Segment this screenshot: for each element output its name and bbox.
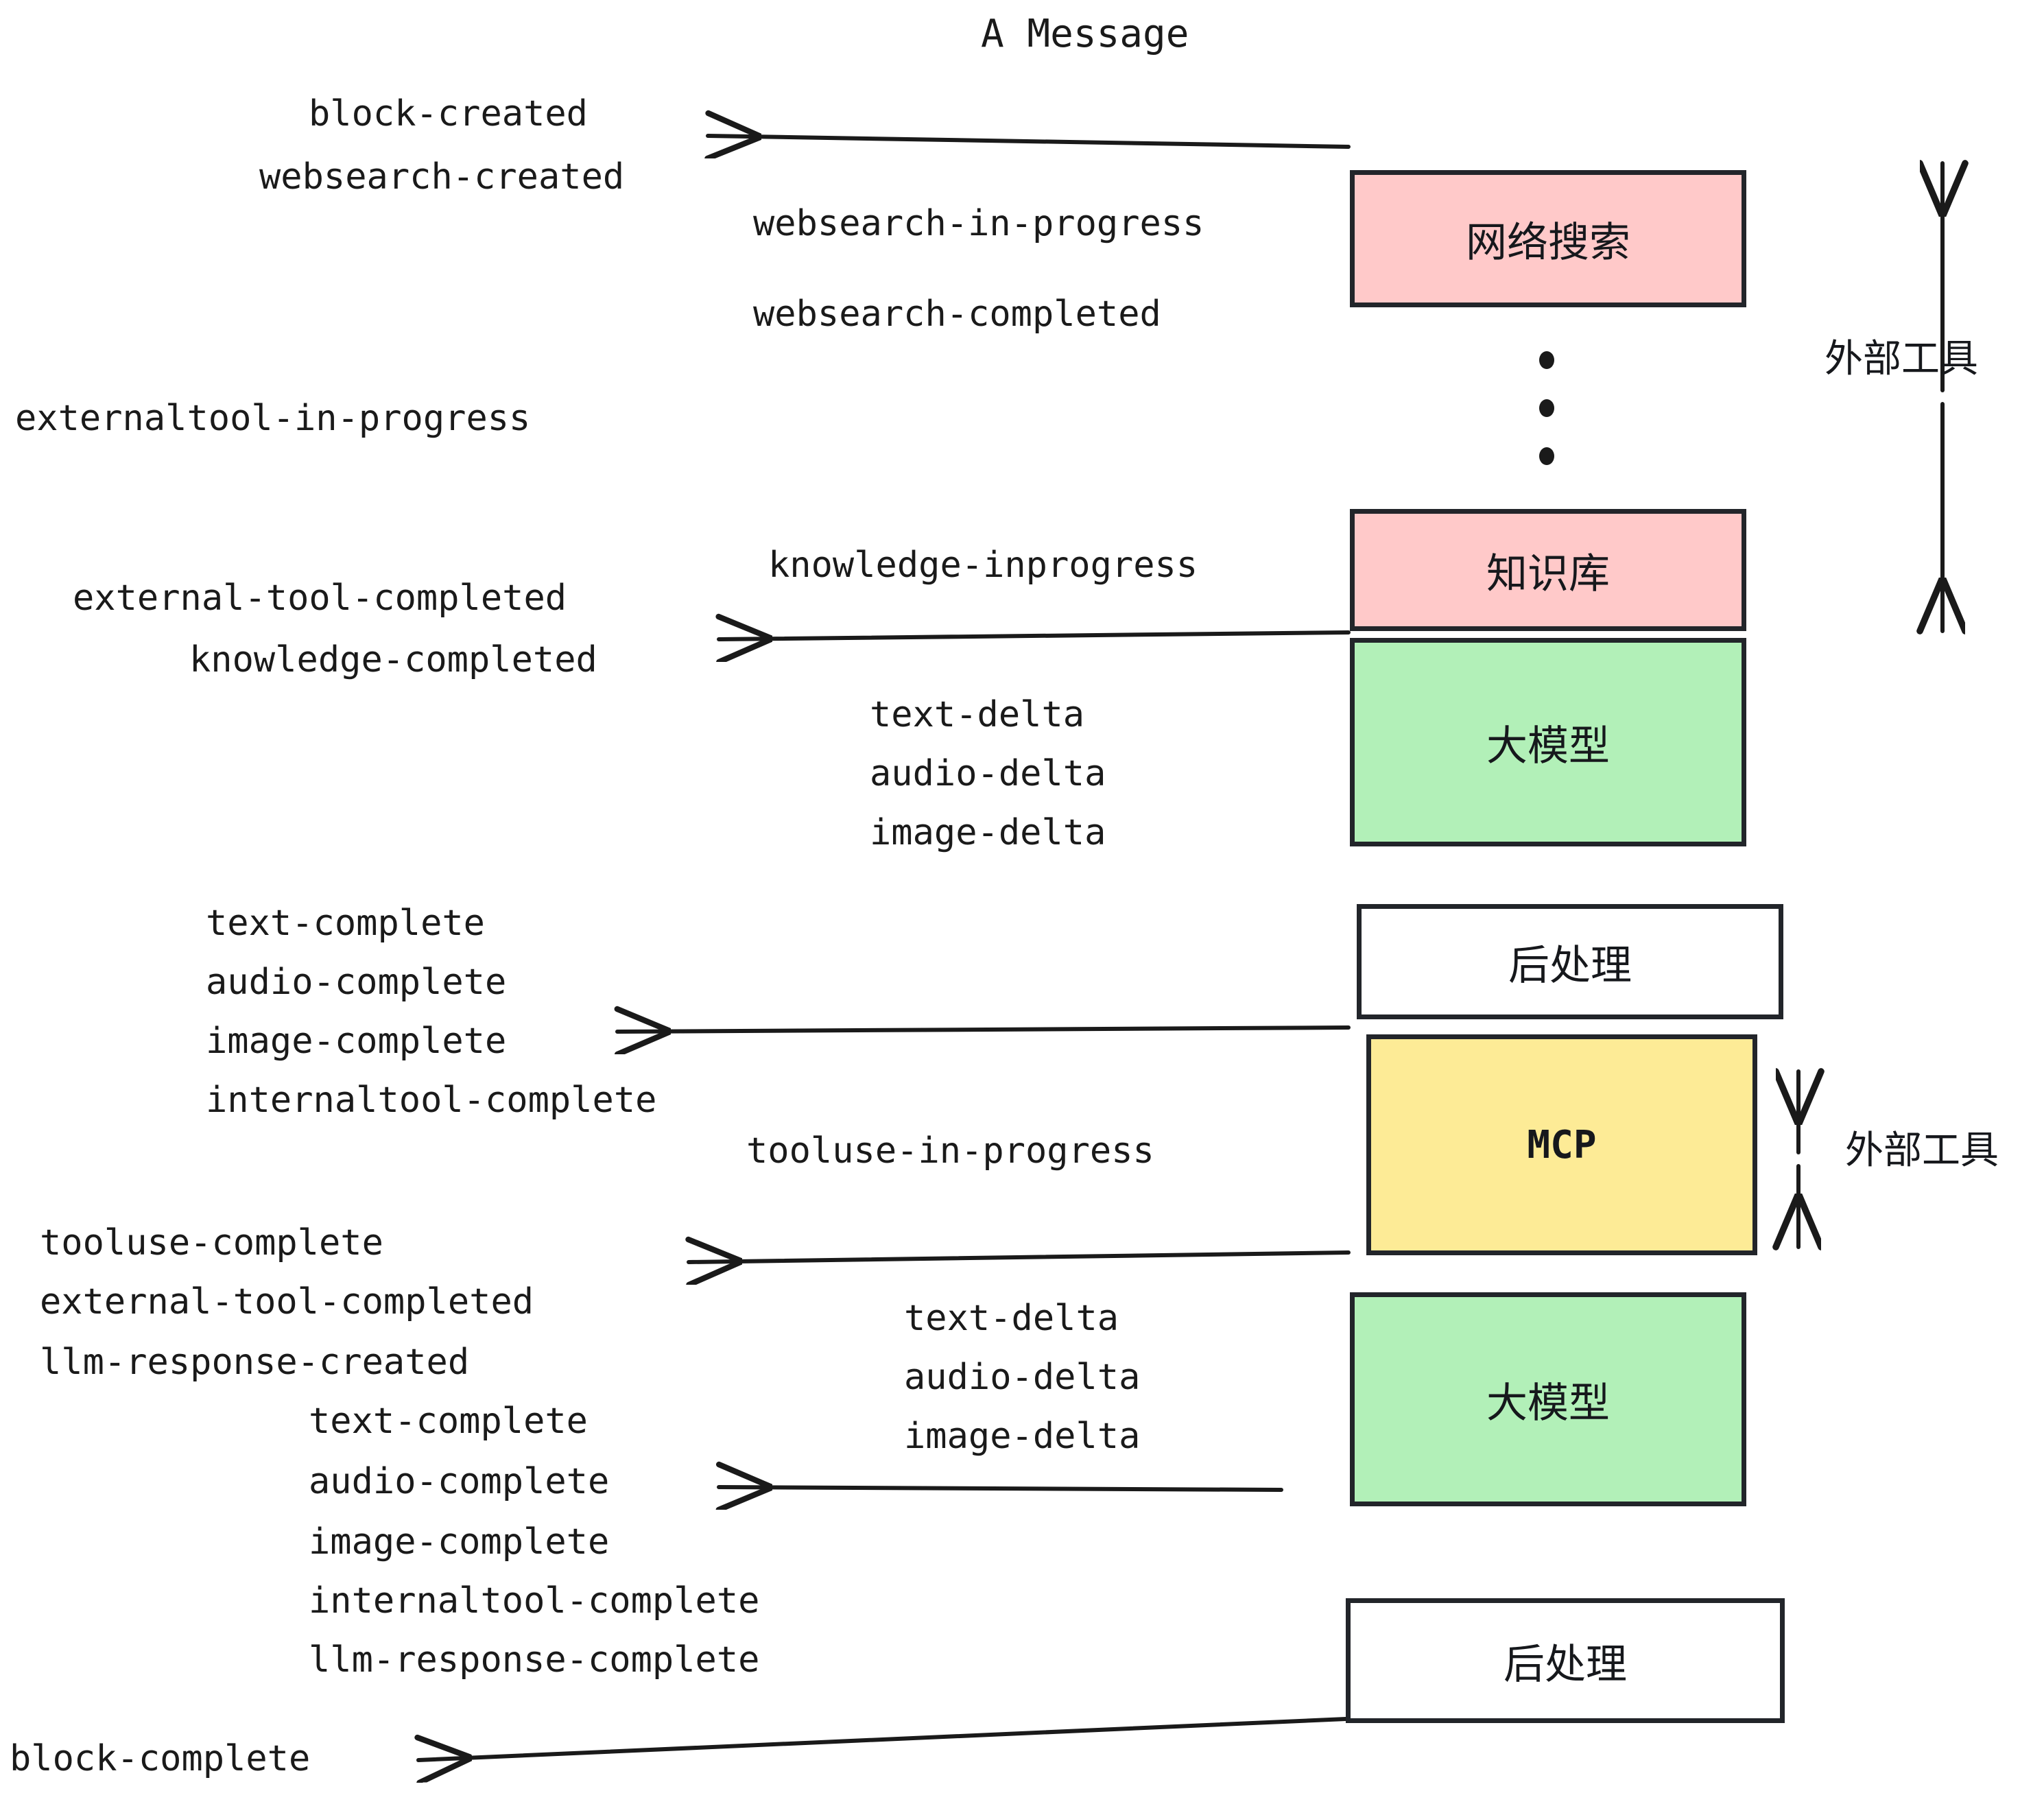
box-llm-top: 大模型 [1350, 638, 1746, 846]
event-label-text-complete-2: text-complete [309, 1401, 588, 1442]
event-label-audio-complete-1: audio-complete [206, 962, 507, 1003]
event-label-internaltool-complete-1: internaltool-complete [206, 1080, 657, 1121]
event-label-internaltool-complete-2: internaltool-complete [309, 1580, 760, 1622]
ellipsis-dot-icon [1539, 351, 1554, 369]
event-label-external-tool-completed-2: external-tool-completed [40, 1281, 534, 1322]
event-label-externaltool-in-progress: externaltool-in-progress [15, 398, 531, 439]
event-label-text-complete-1: text-complete [206, 903, 485, 944]
arrow-block-created [708, 136, 1351, 147]
event-label-external-tool-completed: external-tool-completed [73, 578, 567, 619]
label-external-tools-top: 外部工具 [1825, 337, 1978, 381]
label-external-tools-bottom: 外部工具 [1845, 1128, 1999, 1173]
event-label-tooluse-complete: tooluse-complete [40, 1222, 383, 1263]
box-post-top: 后处理 [1357, 904, 1783, 1019]
ellipsis-dot-icon [1539, 447, 1554, 465]
page-title: A Message [981, 12, 1189, 56]
event-label-audio-complete-2: audio-complete [309, 1461, 610, 1502]
event-label-block-complete: block-complete [10, 1738, 311, 1779]
box-knowledge: 知识库 [1350, 509, 1746, 631]
arrow-block-complete [418, 1717, 1348, 1760]
event-label-image-complete-2: image-complete [309, 1521, 610, 1563]
event-label-llm-response-complete: llm-response-complete [309, 1639, 760, 1681]
event-label-text-delta-1: text-delta [870, 694, 1085, 735]
event-label-image-complete-1: image-complete [206, 1021, 507, 1062]
arrow-knowledge-completed [719, 632, 1351, 639]
event-label-knowledge-completed: knowledge-completed [189, 639, 597, 680]
box-mcp: MCP [1366, 1034, 1757, 1255]
box-llm-bottom: 大模型 [1350, 1292, 1746, 1506]
event-label-audio-delta-1: audio-delta [870, 753, 1106, 794]
event-label-tooluse-in-progress: tooluse-in-progress [746, 1130, 1154, 1172]
arrow-tooluse-complete [689, 1253, 1351, 1262]
arrow-audio-complete [719, 1487, 1283, 1490]
arrow-image-complete [617, 1028, 1351, 1032]
event-label-image-delta-1: image-delta [870, 812, 1106, 853]
event-label-llm-response-created: llm-response-created [40, 1342, 470, 1383]
event-label-websearch-created: websearch-created [259, 156, 625, 198]
box-post-bottom: 后处理 [1346, 1598, 1785, 1723]
ellipsis-dot-icon [1539, 399, 1554, 417]
event-label-knowledge-inprogress: knowledge-inprogress [768, 545, 1198, 586]
event-label-websearch-completed: websearch-completed [753, 294, 1161, 335]
event-label-image-delta-2: image-delta [904, 1416, 1141, 1457]
event-label-block-created: block-created [309, 93, 588, 134]
box-websearch: 网络搜索 [1350, 170, 1746, 307]
event-label-audio-delta-2: audio-delta [904, 1357, 1141, 1398]
event-label-websearch-in-progress: websearch-in-progress [753, 203, 1204, 244]
event-label-text-delta-2: text-delta [904, 1298, 1119, 1339]
